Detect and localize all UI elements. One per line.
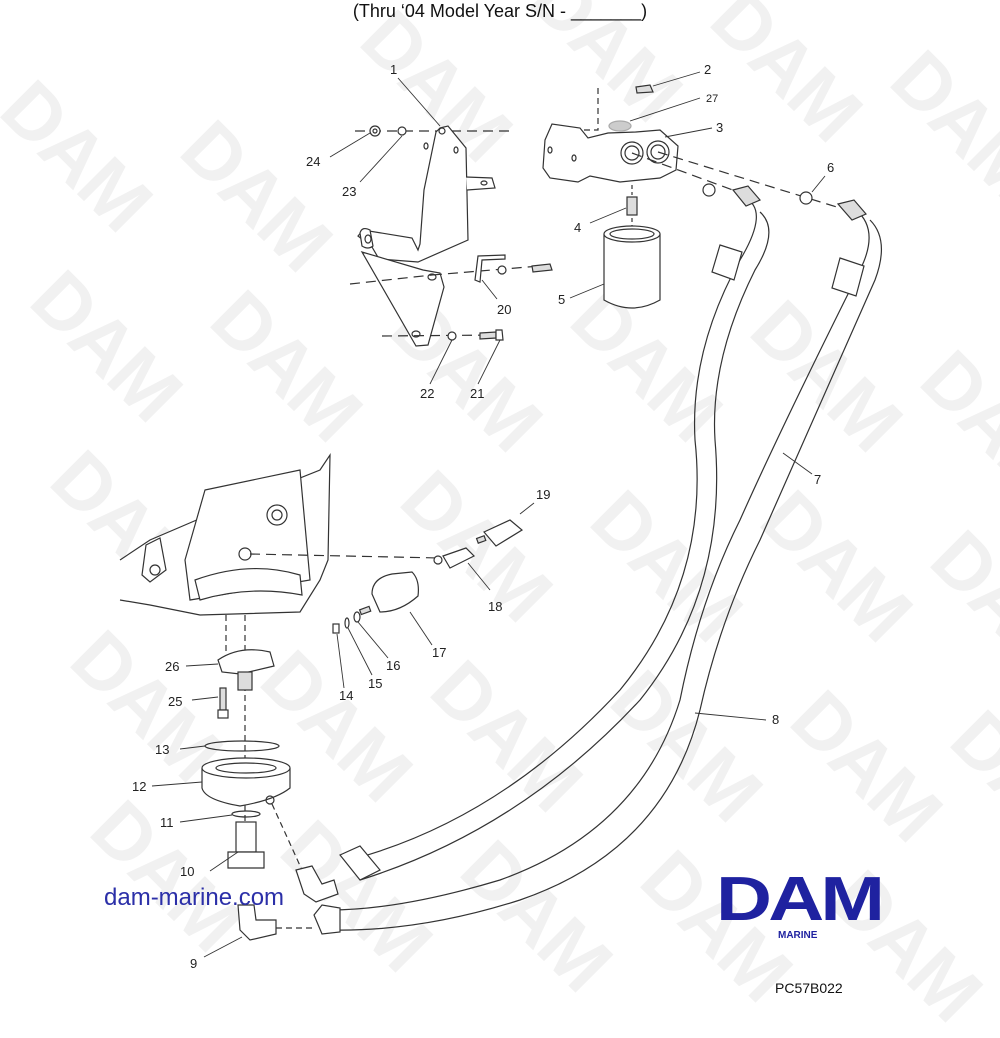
callout-6: 6 [827,160,834,175]
oil-filter-base-assembly [201,649,339,941]
oil-pressure-sender-assembly [332,519,524,634]
brand-logo: DAM MARINE [716,869,896,942]
callout-labels: 1 2 3 4 5 6 7 8 9 10 11 12 13 14 15 16 1… [132,62,834,971]
callout-1: 1 [390,62,397,77]
mounting-bracket [349,125,553,347]
oil-cooler-hoses [313,185,883,935]
logo-subtitle: MARINE [778,930,818,941]
callout-5: 5 [558,292,565,307]
callout-21: 21 [470,386,484,401]
callout-19: 19 [536,487,550,502]
callout-25: 25 [168,694,182,709]
filter-adapter-assembly [542,84,841,309]
callout-26: 26 [165,659,179,674]
engine-block [119,452,441,860]
callout-7: 7 [814,472,821,487]
figure-code: PC57B022 [775,980,843,996]
page-title: (Thru ‘04 Model Year S/N - _______) [352,1,648,21]
logo-wordmark: DAM [716,865,885,934]
callout-12: 12 [132,779,146,794]
callout-11: 11 [160,815,174,830]
callout-15: 15 [368,676,382,691]
callout-9: 9 [190,956,197,971]
callout-4: 4 [574,220,581,235]
callout-8: 8 [772,712,779,727]
callout-2: 2 [704,62,711,77]
callout-27: 27 [706,93,718,105]
callout-22: 22 [420,386,434,401]
leader-lines [151,71,826,958]
exploded-parts-diagram: 1 2 3 4 5 6 7 8 9 10 11 12 13 14 15 16 1… [119,62,883,971]
callout-13: 13 [155,742,169,757]
callout-20: 20 [497,302,511,317]
callout-18: 18 [488,599,502,614]
callout-24: 24 [306,154,320,169]
callout-16: 16 [386,658,400,673]
callout-3: 3 [716,120,723,135]
callout-10: 10 [180,864,194,879]
callout-23: 23 [342,184,356,199]
callout-14: 14 [339,688,353,703]
website-link[interactable]: dam-marine.com [104,884,285,911]
callout-17: 17 [432,645,446,660]
